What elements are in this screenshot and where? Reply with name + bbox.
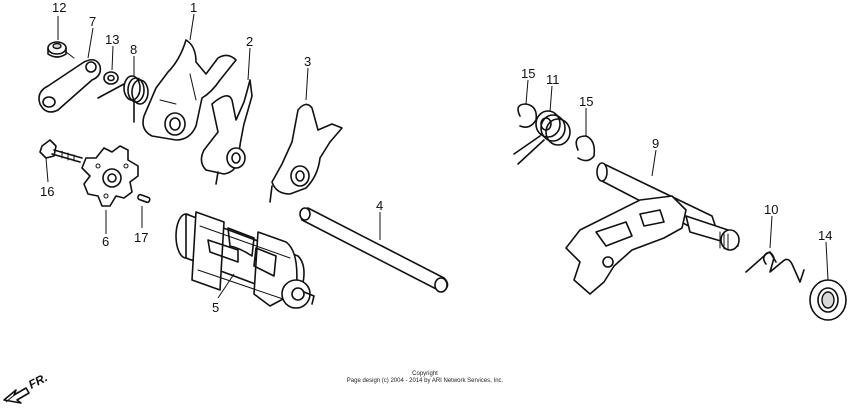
part-15-circlip-right	[575, 135, 596, 162]
callout-labels: 12 7 13 8 1 2 3 4 16 6 17 5 15 11 15 9 1…	[40, 0, 832, 315]
callout-15-left[interactable]: 15	[521, 66, 535, 81]
copyright-notice: Copyright Page design (c) 2004 - 2014 by…	[0, 371, 850, 385]
callout-6[interactable]: 6	[102, 234, 109, 249]
callout-9[interactable]: 9	[652, 136, 659, 151]
callout-5[interactable]: 5	[212, 300, 219, 315]
part-11-return-spring	[513, 110, 571, 165]
front-arrow-icon	[3, 387, 30, 404]
leader-lines	[45, 13, 829, 299]
callout-7[interactable]: 7	[89, 14, 96, 29]
part-9-shift-spindle	[565, 162, 740, 295]
copyright-line-2: Page design (c) 2004 - 2014 by ARI Netwo…	[346, 378, 504, 384]
part-1-shift-fork	[142, 39, 237, 141]
part-15-circlip-left	[517, 103, 538, 128]
part-13-washer	[103, 71, 119, 85]
callout-1[interactable]: 1	[190, 0, 197, 15]
part-12-bolt	[47, 41, 75, 59]
part-5-shift-drum	[175, 211, 315, 309]
part-4-fork-shaft	[299, 207, 449, 293]
copyright-line-1: Copyright	[412, 371, 438, 377]
callout-15-right[interactable]: 15	[579, 94, 593, 109]
callout-14[interactable]: 14	[818, 228, 832, 243]
callout-17[interactable]: 17	[134, 230, 148, 245]
part-7-stopper-arm	[38, 58, 102, 113]
part-8-spring	[97, 75, 149, 123]
part-17-pin	[137, 193, 151, 204]
part-10-spring	[745, 251, 805, 283]
callout-2[interactable]: 2	[246, 34, 253, 49]
callout-8[interactable]: 8	[130, 42, 137, 57]
callout-10[interactable]: 10	[764, 202, 778, 217]
part-14-oil-seal	[809, 279, 847, 321]
part-16-bolt	[39, 139, 83, 163]
callout-12[interactable]: 12	[52, 0, 66, 15]
callout-3[interactable]: 3	[304, 54, 311, 69]
front-direction-indicator: FR.	[3, 370, 50, 404]
callout-13[interactable]: 13	[105, 32, 119, 47]
part-3-shift-fork	[269, 103, 343, 203]
part-6-stopper-plate	[81, 145, 139, 207]
part-2-shift-fork	[200, 79, 253, 185]
callout-4[interactable]: 4	[376, 198, 383, 213]
callout-11[interactable]: 11	[546, 72, 560, 87]
callout-16[interactable]: 16	[40, 184, 54, 199]
